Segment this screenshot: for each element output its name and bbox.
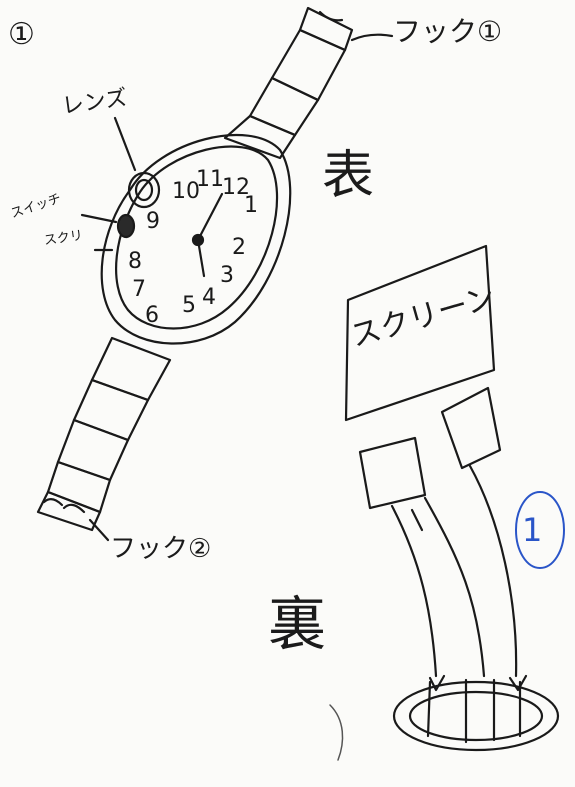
- face-number: 8: [128, 249, 142, 274]
- page-number: ①: [8, 17, 35, 52]
- blue-circle: [515, 491, 565, 569]
- face-number: 11: [196, 167, 224, 192]
- switch: [80, 213, 136, 252]
- front-label: 表: [322, 146, 375, 206]
- clock-hands: [191, 192, 224, 278]
- back-ring: [392, 678, 560, 752]
- hook1-label: フック①: [393, 15, 503, 48]
- face-number: 9: [146, 209, 160, 234]
- watch-face-numbers: 12 1 2 3 4 5 6 7 8 9 10 11: [128, 167, 258, 328]
- faint-arc: [329, 704, 344, 761]
- face-number: 6: [145, 303, 159, 328]
- lower-band: [36, 336, 172, 532]
- back-straps: [358, 386, 528, 692]
- face-number: 10: [172, 179, 200, 204]
- face-number: 4: [202, 285, 216, 310]
- lens: [113, 116, 161, 209]
- face-number: 2: [232, 235, 246, 260]
- back-label: 裏: [268, 590, 327, 658]
- watch-case: [100, 134, 292, 345]
- face-number: 7: [132, 277, 146, 302]
- face-number: 3: [220, 263, 234, 288]
- upper-band: [223, 6, 354, 160]
- blue-circle-number: 1: [522, 511, 543, 549]
- back-screen: [344, 244, 496, 422]
- face-number: 5: [182, 293, 196, 318]
- hook2-leader: [88, 518, 110, 542]
- face-number: 12: [222, 175, 250, 200]
- hook2-label: フック②: [110, 534, 212, 564]
- hook1-leader: [350, 33, 394, 42]
- face-number: 1: [244, 193, 258, 218]
